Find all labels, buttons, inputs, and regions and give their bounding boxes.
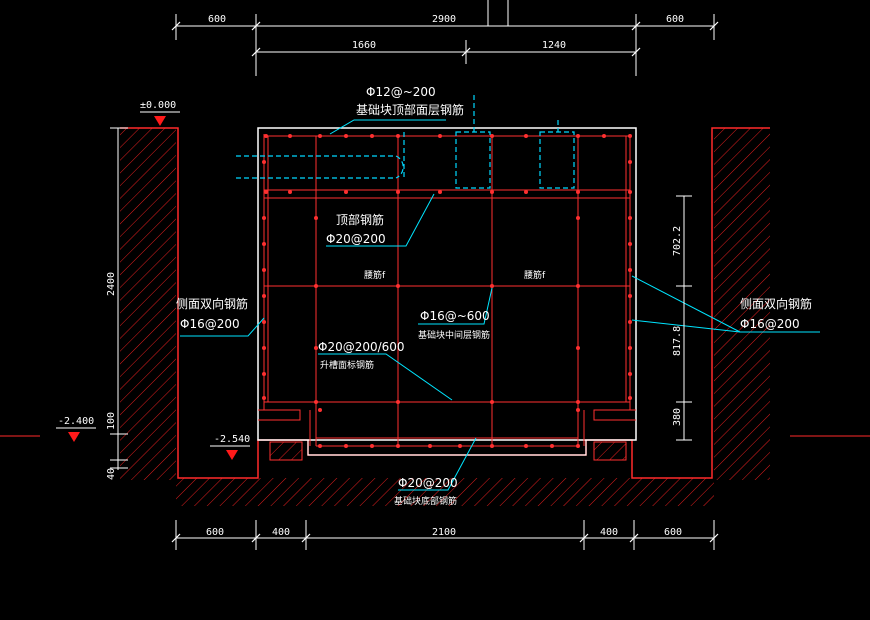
dim-second-right: 1240 [542, 40, 566, 51]
note-side-right-name: 侧面双向钢筋 [740, 296, 812, 311]
dim-right-3: 380 [672, 408, 683, 426]
note-bottom-spec: Φ20@200 [398, 476, 458, 490]
elevation-top: ±0.000 [140, 100, 176, 111]
dim-bottom-5: 600 [664, 527, 682, 538]
dim-left-40: 40 [106, 468, 117, 480]
note-top-mesh-spec: Φ12@~200 [366, 85, 436, 99]
dim-top-middle: 2900 [432, 14, 456, 25]
dimension-lines [110, 0, 715, 550]
elevation-left: -2.400 [58, 416, 94, 427]
note-top-mesh-name: 基础块顶部面层钢筋 [356, 102, 464, 117]
anchor-blocks [258, 409, 636, 461]
note-top-bar-name: 顶部钢筋 [336, 212, 384, 227]
dim-left-height: 2400 [106, 272, 117, 296]
note-top-bar-spec: Φ20@200 [326, 232, 386, 246]
dim-right-1: 702.2 [672, 226, 683, 256]
elevation-markers [0, 111, 870, 460]
dim-left-100: 100 [106, 412, 117, 430]
rebar-grid [263, 134, 631, 447]
foundation-block [257, 127, 637, 456]
top-mesh-dashed [236, 95, 575, 189]
note-side-left-name: 侧面双向钢筋 [176, 296, 248, 311]
note-bottom-name: 基础块底部钢筋 [394, 495, 457, 507]
dim-top-right: 600 [666, 14, 684, 25]
note-mid-spec: Φ16@~600 [420, 309, 490, 323]
dim-bottom-1: 600 [206, 527, 224, 538]
dimension-ticks [171, 21, 719, 543]
note-tag-right: 腰筋f [524, 269, 546, 281]
dim-right-2: 817.8 [672, 326, 683, 356]
rebar-dots [262, 134, 632, 448]
dim-second-left: 1660 [352, 40, 376, 51]
note-tag-left: 腰筋f [364, 269, 386, 281]
dim-top-left: 600 [208, 14, 226, 25]
note-mid-name: 基础块中间层钢筋 [418, 329, 490, 341]
elevation-mid: -2.540 [214, 434, 250, 445]
note-vert-spec: Φ20@200/600 [318, 340, 405, 354]
note-side-right-spec: Φ16@200 [740, 317, 800, 331]
note-side-left-spec: Φ16@200 [180, 317, 240, 331]
leader-lines [180, 119, 820, 491]
note-vert-name: 升槽面标钢筋 [320, 359, 374, 371]
dim-bottom-3: 2100 [432, 527, 456, 538]
soil-hatch [120, 128, 770, 506]
dim-bottom-2: 400 [272, 527, 290, 538]
dim-bottom-4: 400 [600, 527, 618, 538]
